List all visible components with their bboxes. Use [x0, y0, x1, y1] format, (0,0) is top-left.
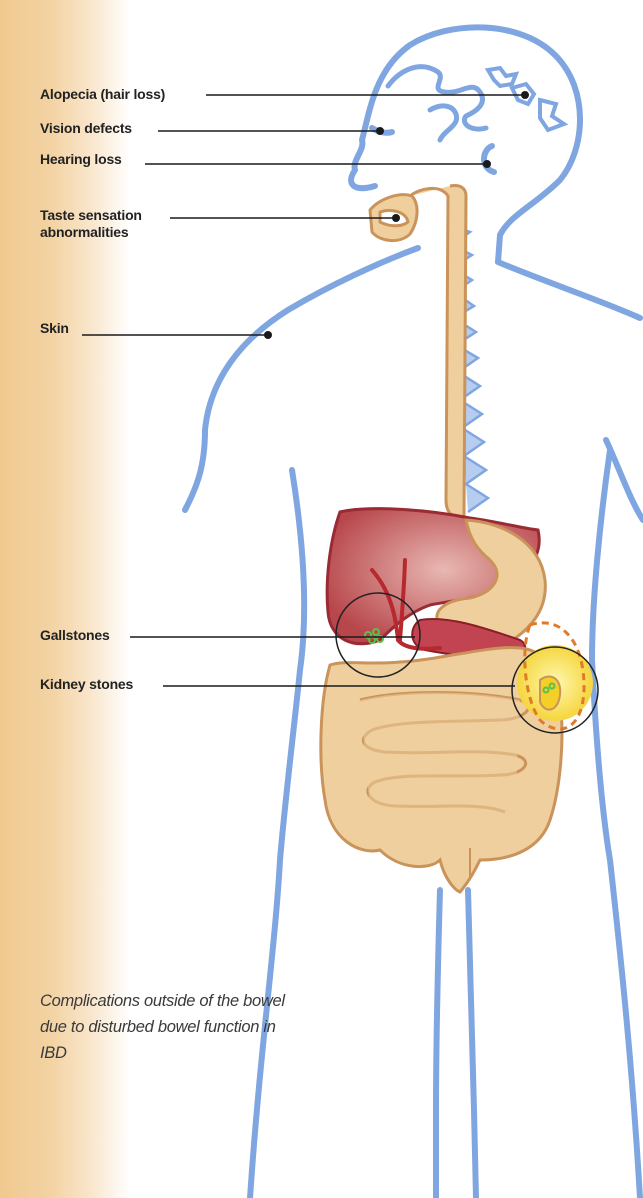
label-vision-defects: Vision defects — [40, 120, 132, 137]
left-shoulder-arm-outline — [185, 248, 418, 510]
label-kidney-stones: Kidney stones — [40, 676, 133, 693]
right-arm-edge-outline — [606, 440, 643, 520]
caption-text: Complications outside of the bowel due t… — [40, 988, 300, 1066]
dot-taste — [392, 214, 400, 222]
left-torso-outline — [250, 470, 304, 1198]
oesophagus-tube — [410, 185, 466, 517]
label-taste-sensation: Taste sensation abnormalities — [40, 207, 180, 241]
hair-tuft-3 — [540, 100, 564, 130]
dot-vision — [376, 127, 384, 135]
label-skin: Skin — [40, 320, 69, 337]
right-leg-outline — [468, 890, 476, 1198]
ear-contour — [484, 146, 494, 172]
kidney — [540, 676, 560, 709]
oesophagus — [370, 185, 466, 517]
hair-tuft-1 — [488, 68, 516, 86]
dot-alopecia — [521, 91, 529, 99]
small-intestine-fill — [360, 693, 520, 818]
right-torso-outline — [592, 450, 640, 1198]
dot-hearing — [483, 160, 491, 168]
label-gallstones: Gallstones — [40, 627, 110, 644]
dot-skin — [264, 331, 272, 339]
label-alopecia: Alopecia (hair loss) — [40, 86, 165, 103]
label-hearing-loss: Hearing loss — [40, 151, 122, 168]
hair-swirl — [388, 67, 486, 129]
left-leg-outline — [436, 890, 440, 1198]
face-details — [372, 128, 494, 172]
hair-swirl-2 — [430, 106, 457, 140]
hair-tufts — [488, 68, 564, 130]
